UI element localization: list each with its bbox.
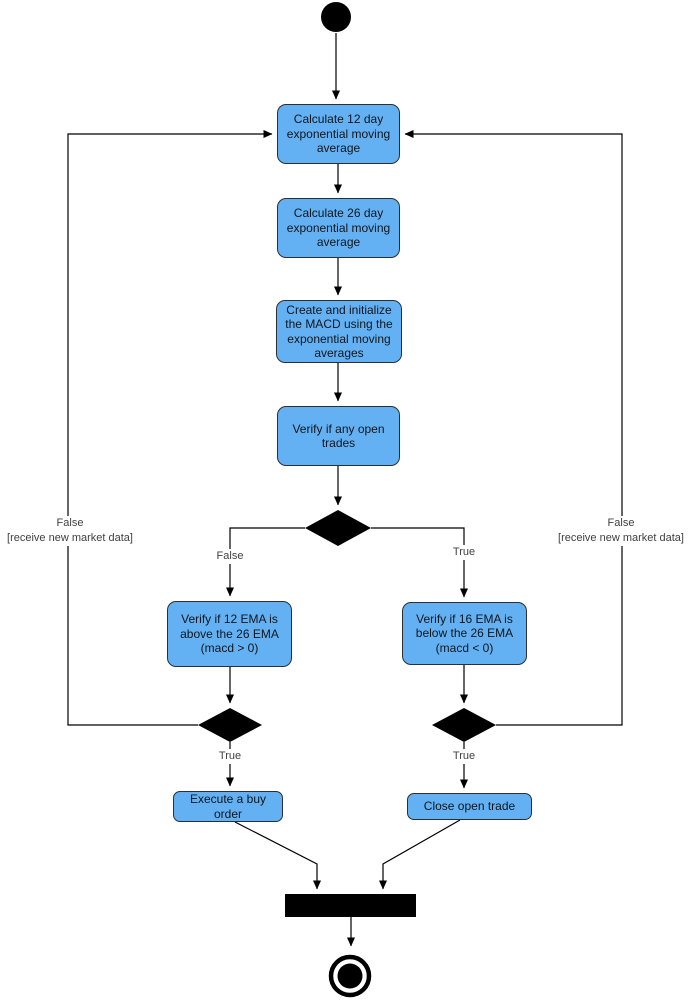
edge-buy-to-join-bar — [234, 821, 321, 890]
node-label: Verify if 12 EMA is above the 26 EMA (ma… — [180, 612, 279, 656]
edge-loop-left-to-calc12 — [67, 130, 273, 726]
node-label: Calculate 26 day exponential moving aver… — [286, 206, 391, 250]
node-verify-open-trades[interactable]: Verify if any open trades — [277, 406, 400, 466]
edge-label-loop-left: False [receive new market data] — [5, 516, 135, 546]
decision-macd-positive-diamond[interactable] — [198, 708, 262, 742]
edge-label-decision-true: True — [450, 545, 478, 560]
edge-loop-right-to-calc12 — [404, 130, 623, 726]
edge-label-line: [receive new market data] — [7, 531, 133, 544]
decision-macd-negative-diamond[interactable] — [432, 708, 496, 742]
edge-close-to-join-bar — [379, 819, 461, 890]
node-label: Create and initialize the MACD using the… — [285, 302, 393, 360]
edge-label-line: [receive new market data] — [558, 531, 684, 544]
node-calculate-26-day-ema[interactable]: Calculate 26 day exponential moving aver… — [277, 198, 400, 258]
node-verify-12-ema-above[interactable]: Verify if 12 EMA is above the 26 EMA (ma… — [167, 601, 292, 667]
node-execute-buy-order[interactable]: Execute a buy order — [173, 791, 283, 822]
edge-label-loop-right: False [receive new market data] — [556, 516, 686, 546]
node-label: Calculate 12 day exponential moving aver… — [286, 112, 391, 156]
decision-open-trades-diamond[interactable] — [305, 510, 371, 546]
node-label: Close open trade — [423, 799, 516, 814]
edge-decision-true-branch — [371, 527, 468, 598]
node-label: Execute a buy order — [189, 792, 267, 821]
edge-label-decision-false: False — [214, 549, 246, 564]
node-label: Verify if any open trades — [292, 421, 385, 450]
node-close-open-trade[interactable]: Close open trade — [407, 793, 532, 820]
edge-label-line: False — [56, 517, 84, 529]
start-node[interactable] — [321, 2, 351, 32]
edge-label-line: False — [607, 517, 635, 529]
end-node-core — [337, 963, 363, 989]
edge-label-buy-true: True — [216, 749, 244, 764]
node-calculate-12-day-ema[interactable]: Calculate 12 day exponential moving aver… — [277, 104, 400, 164]
edge-decision-false-branch — [226, 527, 305, 597]
node-create-initialize-macd[interactable]: Create and initialize the MACD using the… — [276, 300, 402, 363]
join-bar[interactable] — [285, 894, 416, 917]
node-verify-16-ema-below[interactable]: Verify if 16 EMA is below the 26 EMA (ma… — [402, 602, 527, 665]
node-label: Verify if 16 EMA is below the 26 EMA (ma… — [415, 611, 514, 655]
edge-label-close-true: True — [450, 749, 478, 764]
